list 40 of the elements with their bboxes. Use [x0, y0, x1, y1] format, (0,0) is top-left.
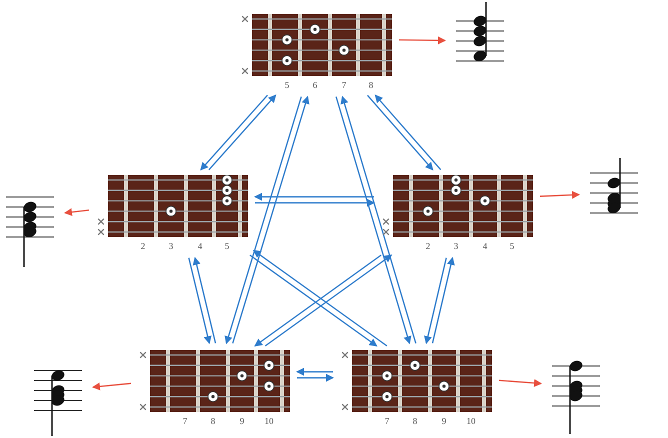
fret-number: 9 [240, 416, 244, 426]
arrow [224, 96, 302, 344]
arrow [367, 94, 434, 170]
fret-number: 10 [264, 416, 274, 426]
arrow [296, 368, 333, 376]
arrow [188, 258, 212, 344]
fret-number: 5 [284, 80, 290, 90]
arrow [540, 190, 580, 199]
arrow [399, 36, 446, 44]
arrow [254, 192, 374, 201]
arrow [200, 94, 268, 171]
arrow [374, 94, 442, 170]
fret-number: 3 [168, 241, 174, 251]
fret-number: 8 [368, 80, 374, 90]
arrow [92, 382, 132, 390]
arrow [255, 198, 375, 207]
arrow [192, 256, 216, 344]
fret-number: 10 [466, 416, 476, 426]
fret-number: 8 [210, 416, 216, 426]
fret-number: 4 [482, 241, 488, 251]
fret-number: 6 [312, 80, 318, 90]
fret-number: 9 [442, 416, 446, 426]
arrow [264, 254, 392, 346]
arrow [297, 374, 334, 382]
fret-number: 4 [198, 241, 202, 251]
arrow [432, 256, 455, 344]
fret-number: 5 [510, 241, 514, 251]
arrow [424, 258, 447, 344]
fret-number: 5 [224, 241, 230, 251]
fret-number: 7 [182, 416, 188, 426]
fret-number: 3 [454, 241, 458, 251]
arrow [208, 94, 276, 170]
fret-number: 2 [140, 241, 146, 251]
fret-number: 8 [412, 416, 418, 426]
fret-number: 7 [342, 80, 346, 90]
arrow [64, 208, 90, 216]
fret-number: 2 [426, 241, 430, 251]
arrow [232, 96, 310, 344]
arrow [498, 379, 542, 387]
fret-number: 7 [384, 416, 390, 426]
